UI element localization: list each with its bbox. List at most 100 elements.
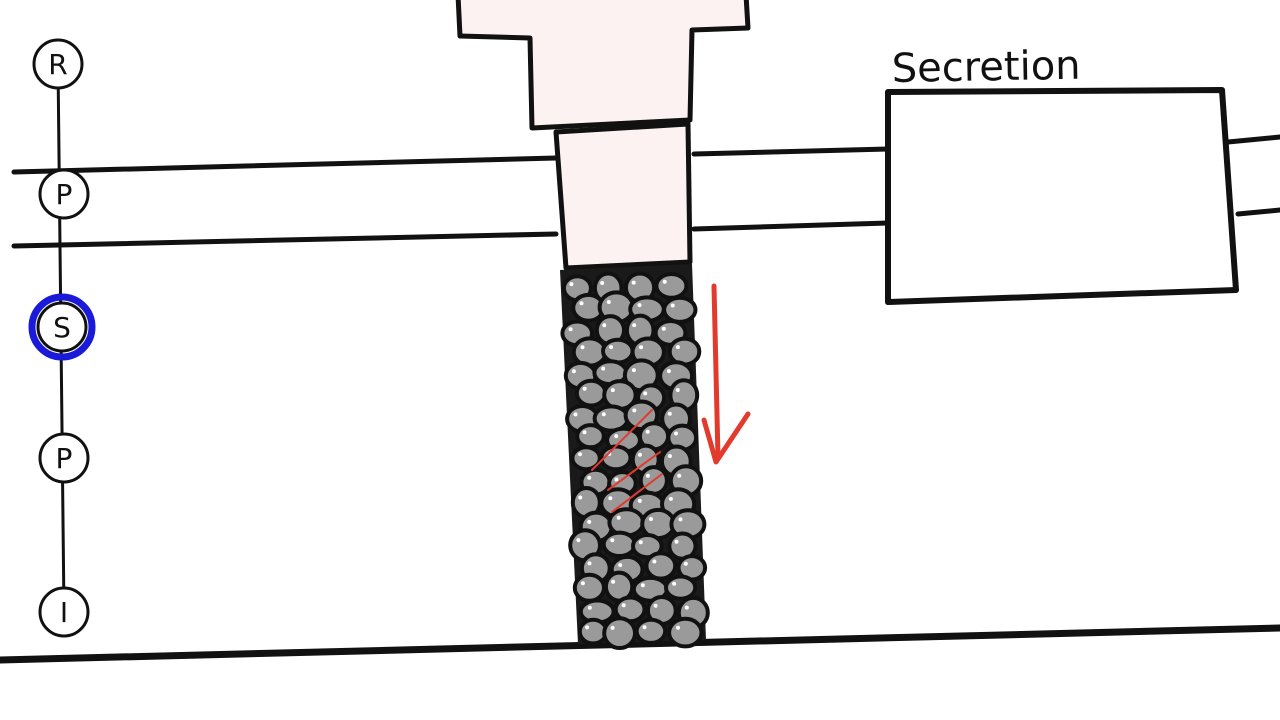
stepper-step-5[interactable]: I [38,586,90,638]
stone-highlight [614,434,619,439]
stone-highlight [578,495,583,500]
stone-highlight [645,473,650,478]
duct-lower-line-far [1235,207,1280,217]
stone [572,572,607,603]
stone-highlight [639,345,644,350]
stone-highlight [631,280,636,285]
duct-upper-line-far [1225,134,1280,145]
stone-highlight [684,605,689,610]
stone-highlight [602,323,607,328]
stone-highlight [637,498,642,503]
stone-highlight [675,388,680,392]
stone-highlight [661,326,666,331]
stone-highlight [579,301,584,306]
stone-highlight [667,411,672,416]
stone-highlight [645,429,650,434]
stone-highlight [616,515,621,520]
stone-highlight [587,475,592,480]
stone [599,444,633,472]
stone-highlight [652,559,657,564]
duct-upper-line [11,155,559,175]
step-label: P [56,442,73,475]
stone-highlight [611,579,616,584]
stone-highlight [606,300,611,304]
scratch-marks [591,409,663,513]
scratch-mark [611,473,663,513]
stone-highlight [631,368,636,373]
duct-upper-line-right [691,146,891,157]
step-circle [36,301,88,353]
stone-highlight [618,563,623,568]
stone-highlight [582,386,587,391]
scratch-mark [591,409,653,471]
stone-highlight [587,605,592,610]
progress-stepper: R P S P I [28,38,96,638]
stone [667,616,704,649]
step-circle [32,38,84,90]
step-label: I [60,596,68,629]
ground-line [0,624,1280,664]
stone-highlight [674,431,678,436]
stone-highlight [678,517,683,522]
stone [662,295,698,324]
stone-highlight [608,496,613,501]
stone-highlight [649,517,653,521]
red-down-arrow-icon [701,283,751,465]
stone-highlight [637,452,642,457]
stone-highlight [568,327,573,332]
stone-highlight [601,366,606,371]
stone [602,616,637,650]
stone [634,617,668,645]
stone-highlight [580,581,585,586]
stone-highlight [614,477,619,482]
scratch-mark [607,451,661,491]
stone-highlight [610,538,615,543]
step-circle [38,432,90,484]
stone-highlight [576,538,581,543]
stepper-step-2[interactable]: P [38,168,90,220]
stone-highlight [637,303,642,308]
stepper-step-3[interactable]: S [28,293,96,361]
stone-highlight [632,408,637,413]
stone-highlight [683,561,688,566]
stone [601,530,638,558]
stone-highlight [677,473,682,478]
stone-highlight [573,412,578,417]
active-step-ring [28,293,96,361]
stepper-step-1[interactable]: R [32,38,84,90]
stone-highlight [569,282,574,287]
stone-highlight [571,369,576,374]
tube-top-block [455,0,751,131]
stone-highlight [600,281,605,285]
stone-highlight [580,345,585,350]
stone-highlight [587,519,592,524]
stone-highlight [668,496,673,501]
stone-highlight [653,603,658,608]
stone [575,423,606,450]
stone-highlight [610,625,615,630]
stone-highlight [675,345,680,350]
stepper-step-4[interactable]: P [38,432,90,484]
stone-highlight [662,279,667,284]
stone-highlight [667,454,672,458]
secretion-label: Secretion [891,43,1081,92]
stone-highlight [674,539,679,544]
stone-highlight [610,388,615,393]
duct-lower-line-right [691,220,891,232]
stone [664,574,698,601]
stone-highlight [582,430,587,435]
stone-highlight [632,323,637,328]
stone-column [560,264,710,650]
stone-highlight [587,561,592,566]
stone [644,551,678,581]
stone [654,272,689,300]
stone-highlight [642,625,647,630]
secretion-box [885,87,1239,305]
step-circle [38,168,90,220]
stone-highlight [666,369,671,374]
step-label: P [56,178,73,211]
stone-highlight [578,452,582,457]
stone-highlight [643,391,648,396]
stone-highlight [670,303,675,308]
